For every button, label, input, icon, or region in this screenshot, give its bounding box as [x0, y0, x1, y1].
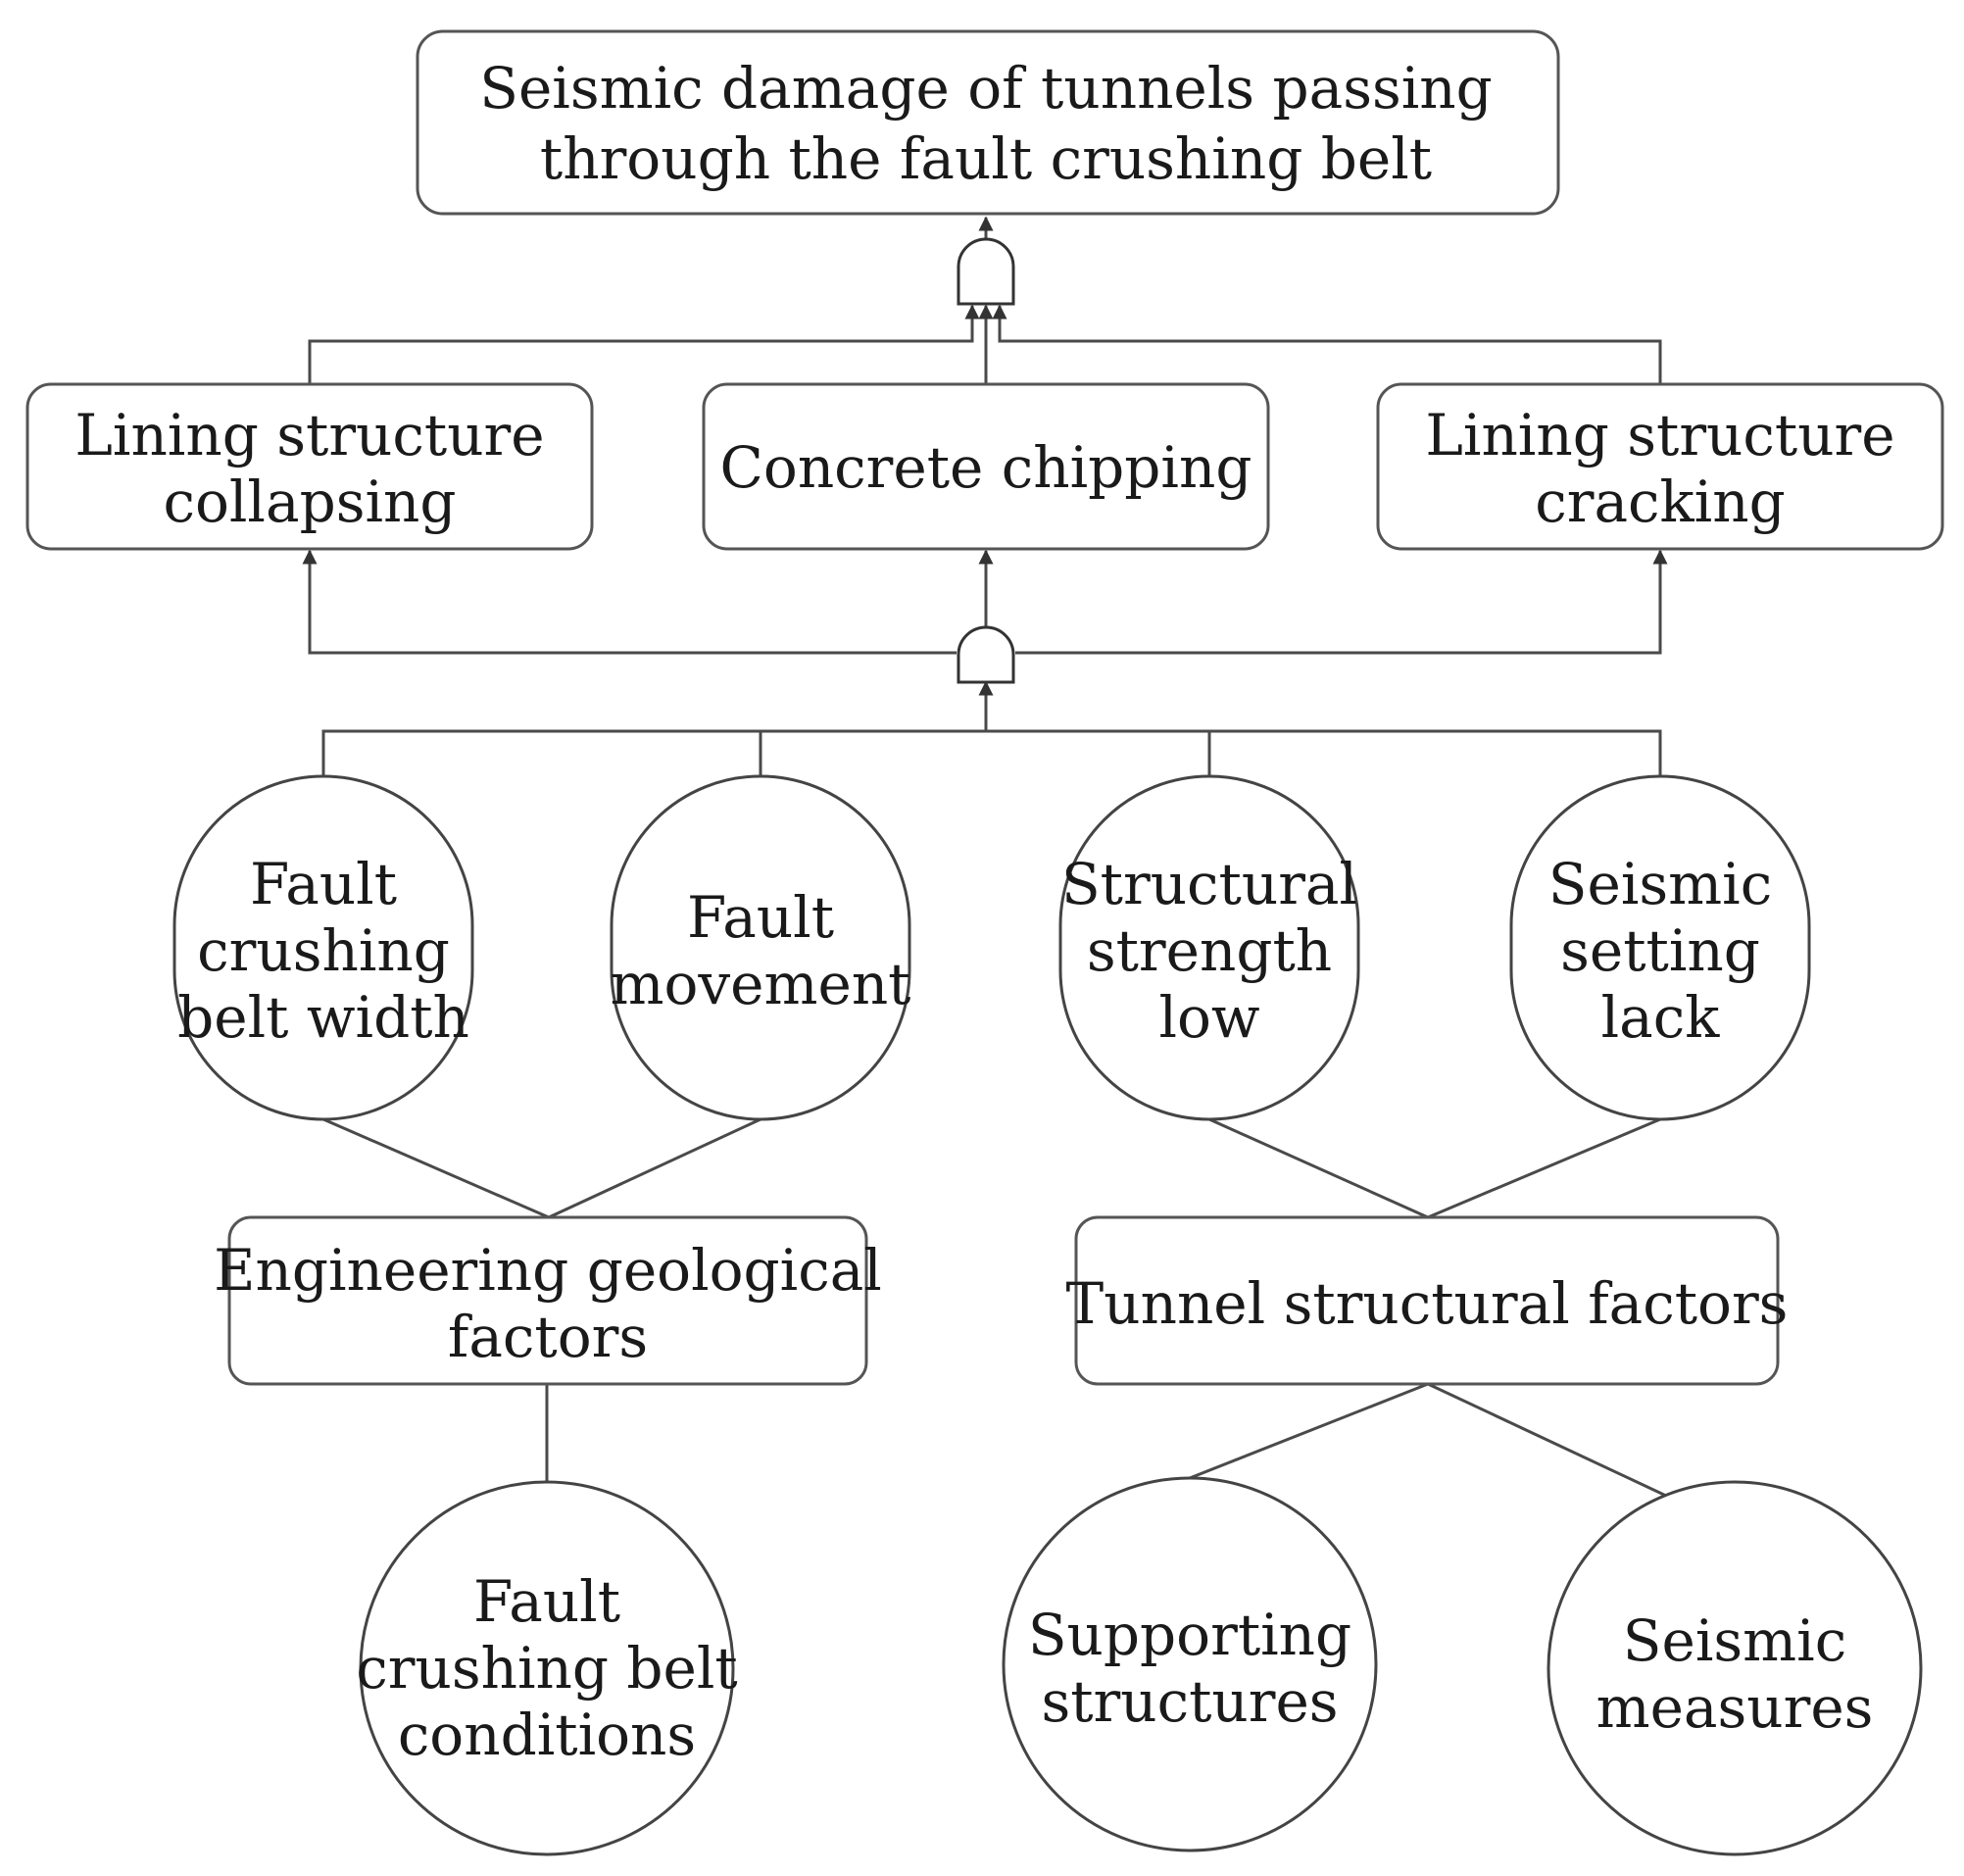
factor-group-structural: Tunnel structural factors — [1066, 1215, 1789, 1386]
basic-event-belt-width-line3: belt width — [177, 984, 469, 1051]
basic-event-seismic-setting-line3: lack — [1601, 984, 1721, 1051]
top-event-line1: Seismic damage of tunnels passing — [479, 55, 1493, 122]
factor-group-structural-label: Tunnel structural factors — [1066, 1270, 1789, 1337]
event-lining-collapsing-line2: collapsing — [163, 469, 456, 535]
connectors-upper — [308, 216, 1662, 384]
event-lining-collapsing-line1: Lining structure — [74, 402, 544, 469]
basic-event-structural-strength-line1: Structural — [1061, 851, 1357, 917]
event-lining-cracking-line1: Lining structure — [1425, 402, 1894, 469]
connectors-middle — [302, 549, 1668, 655]
and-gate-middle-icon — [957, 625, 1015, 684]
event-concrete-chipping-label: Concrete chipping — [720, 434, 1252, 501]
basic-event-structural-strength-line2: strength — [1087, 917, 1332, 984]
event-concrete-chipping: Concrete chipping — [702, 382, 1270, 551]
basic-event-fault-movement-line1: Fault — [687, 884, 834, 951]
leaf-event-supporting-structures-line1: Supporting — [1028, 1602, 1351, 1668]
basic-event-belt-width-line2: crushing — [197, 917, 450, 984]
basic-event-structural-strength-line3: low — [1158, 984, 1259, 1051]
basic-event-structural-strength: Structural strength low — [1058, 774, 1360, 1121]
leaf-event-supporting-structures-line2: structures — [1041, 1668, 1338, 1735]
leaf-event-seismic-measures: Seismic measures — [1547, 1480, 1923, 1856]
basic-event-seismic-setting-line2: setting — [1560, 917, 1760, 984]
leaf-event-belt-conditions-line2: crushing belt — [356, 1635, 737, 1702]
basic-event-belt-width: Fault crushing belt width — [172, 774, 474, 1121]
factor-group-geological-line2: factors — [448, 1304, 648, 1370]
top-event: Seismic damage of tunnels passing throug… — [416, 29, 1560, 216]
basic-event-fault-movement: Fault movement — [610, 774, 911, 1121]
connectors-factors — [322, 1117, 1667, 1498]
leaf-event-belt-conditions-line3: conditions — [398, 1702, 696, 1768]
top-event-line2: through the fault crushing belt — [540, 125, 1432, 192]
leaf-event-seismic-measures-line2: measures — [1596, 1674, 1874, 1741]
factor-group-geological-line1: Engineering geological — [214, 1237, 882, 1304]
connectors-lower — [321, 680, 1662, 776]
basic-event-seismic-setting-line1: Seismic — [1548, 851, 1772, 917]
event-lining-cracking: Lining structure cracking — [1376, 382, 1944, 551]
event-lining-collapsing: Lining structure collapsing — [25, 382, 594, 551]
event-lining-cracking-line2: cracking — [1535, 469, 1785, 535]
basic-event-belt-width-line1: Fault — [250, 851, 397, 917]
basic-event-fault-movement-line2: movement — [611, 951, 911, 1017]
factor-group-geological: Engineering geological factors — [214, 1215, 882, 1386]
leaf-event-belt-conditions-line1: Fault — [473, 1568, 620, 1635]
basic-event-seismic-setting: Seismic setting lack — [1509, 774, 1811, 1121]
leaf-event-belt-conditions: Fault crushing belt conditions — [356, 1480, 738, 1856]
leaf-event-seismic-measures-line1: Seismic — [1623, 1607, 1846, 1674]
leaf-event-supporting-structures: Supporting structures — [1002, 1476, 1378, 1852]
and-gate-top-icon — [957, 237, 1015, 306]
